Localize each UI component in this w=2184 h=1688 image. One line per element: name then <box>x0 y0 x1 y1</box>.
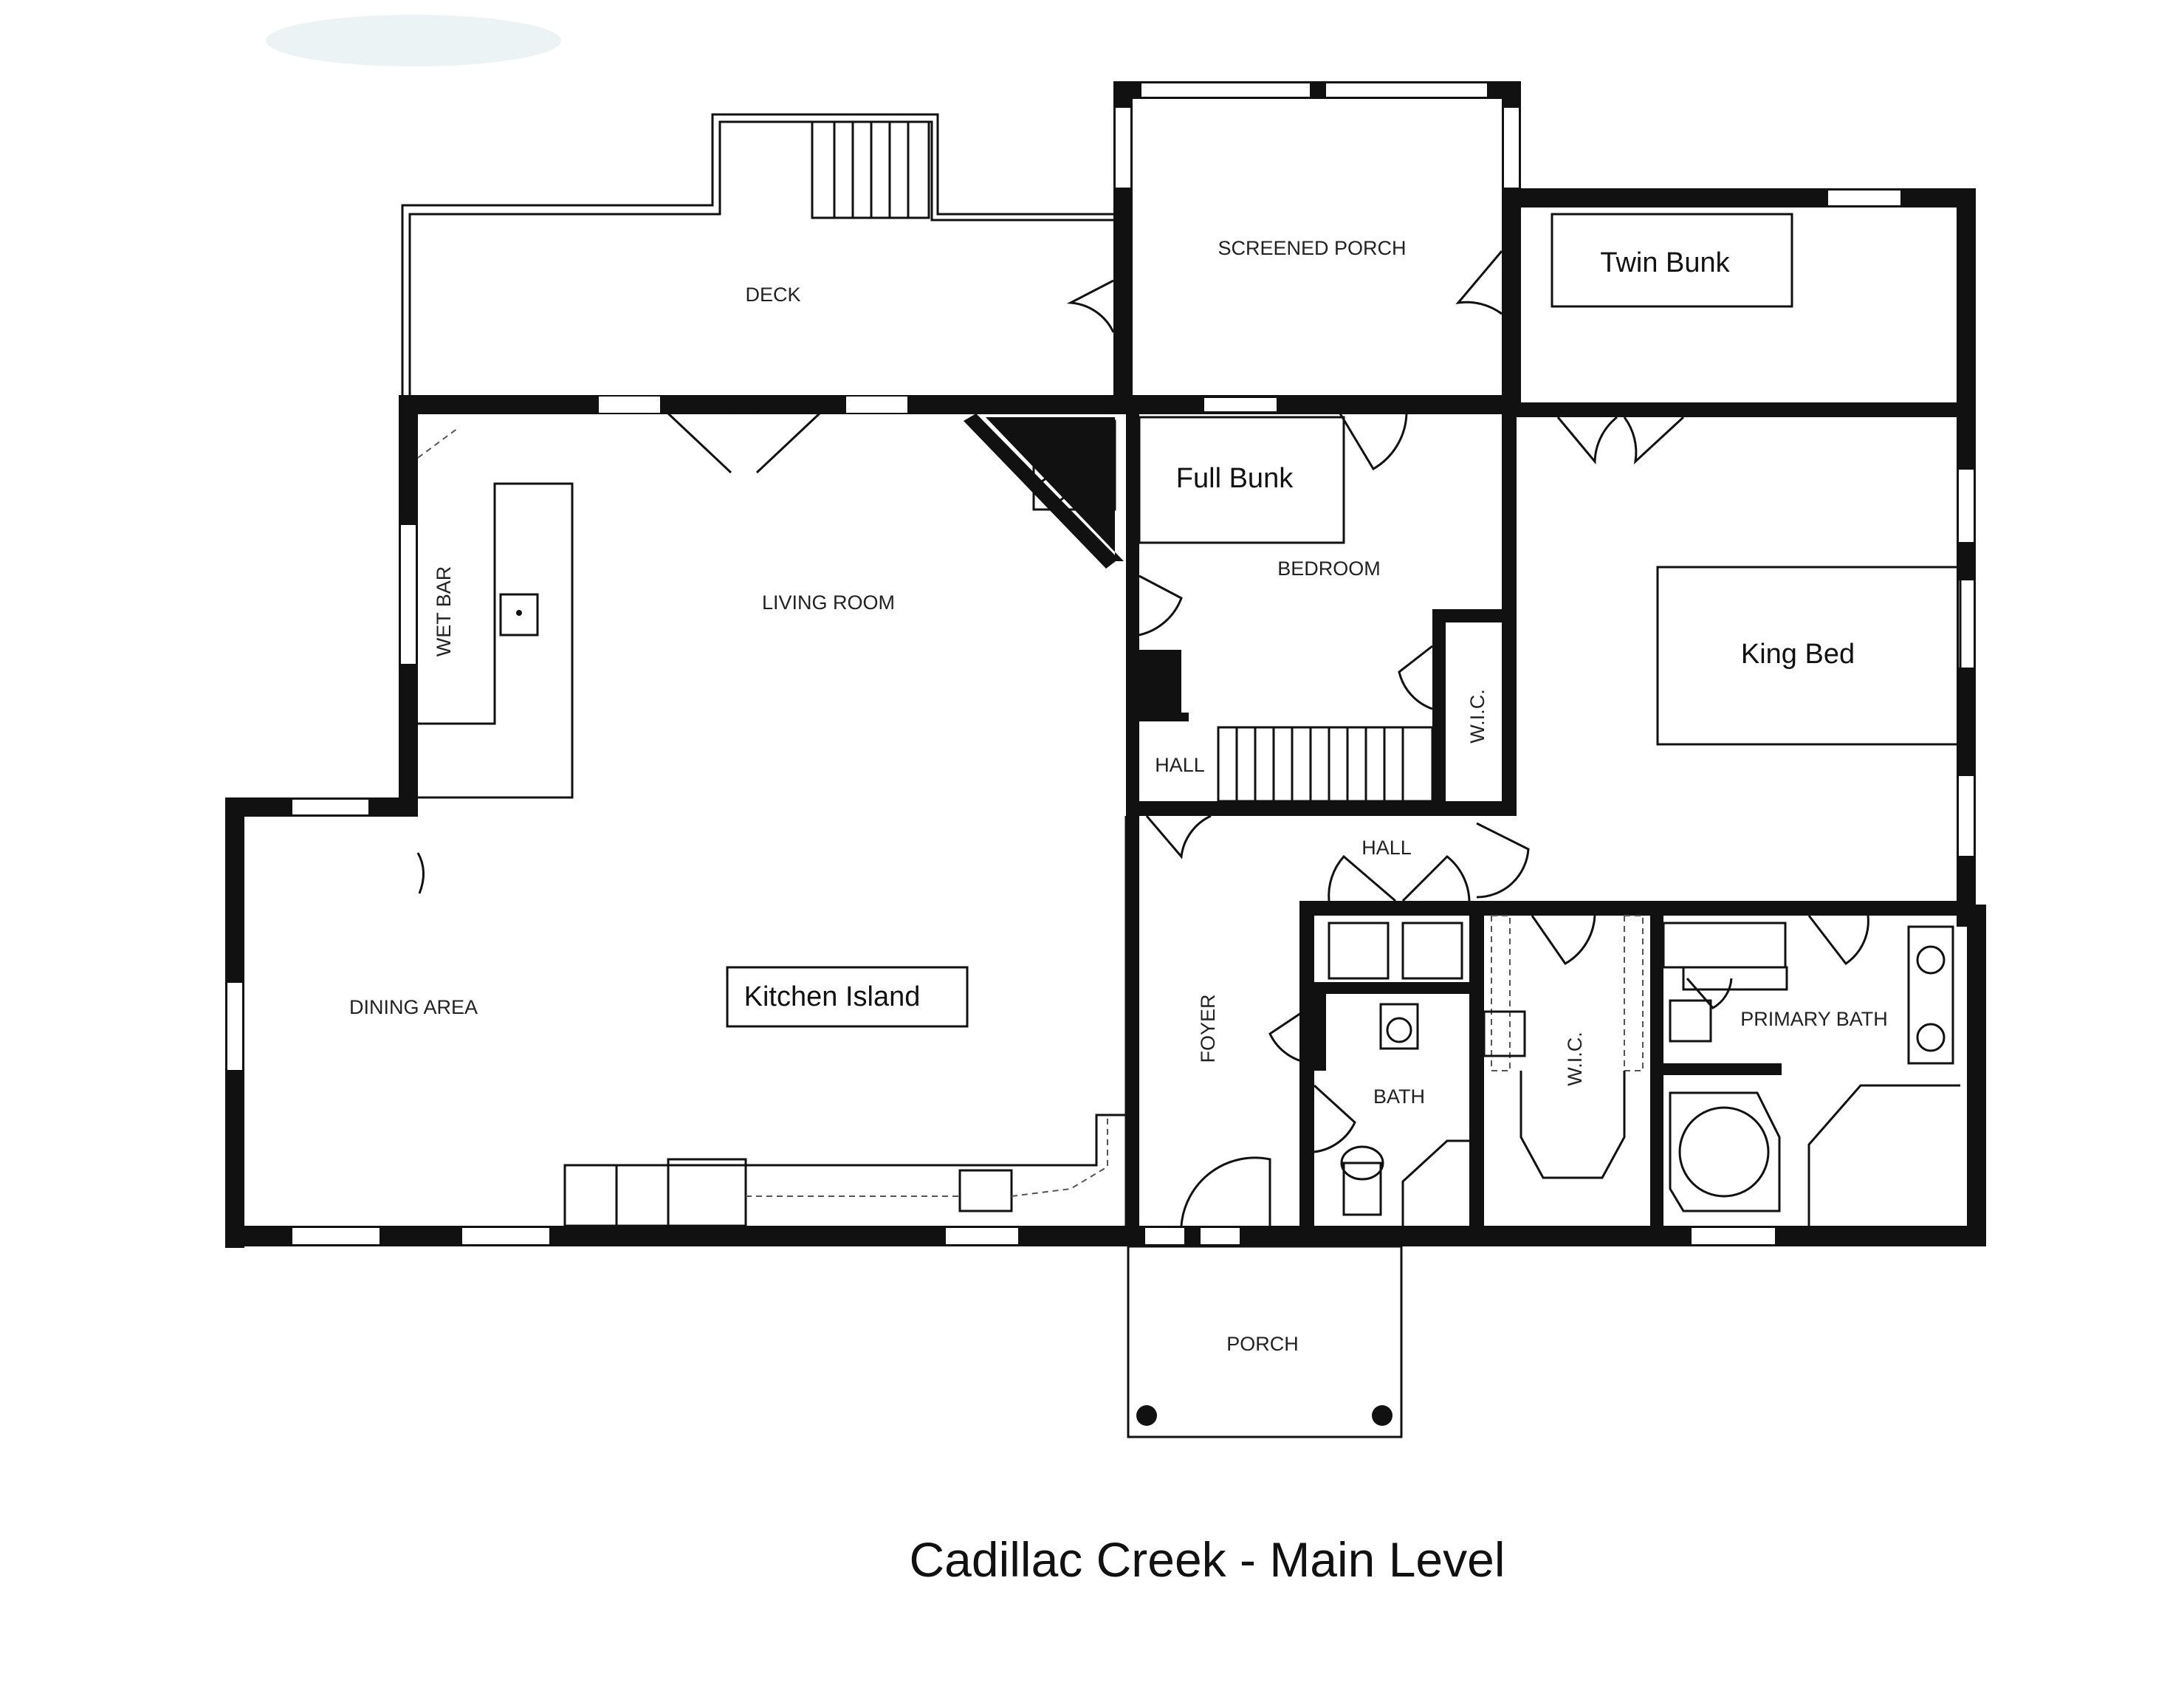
label-hall-lower: HALL <box>1361 837 1412 859</box>
label-screened-porch: SCREENED PORCH <box>1218 237 1406 259</box>
doors <box>416 250 1869 1226</box>
room-labels: DECK SCREENED PORCH Twin Bunk Full Bunk … <box>349 237 1888 1355</box>
label-full-bunk: Full Bunk <box>1176 463 1294 494</box>
label-living-room: LIVING ROOM <box>762 591 895 614</box>
fixtures <box>418 213 1962 1227</box>
label-kitchen-island: Kitchen Island <box>744 981 921 1012</box>
plan-title: Cadillac Creek - Main Level <box>910 1532 1505 1587</box>
porch-outline <box>1127 1245 1403 1438</box>
porch-post-left <box>1136 1405 1157 1426</box>
label-king-bed: King Bed <box>1741 639 1855 670</box>
label-hall-upper: HALL <box>1155 754 1205 776</box>
label-wet-bar: WET BAR <box>433 566 455 657</box>
label-bedroom: BEDROOM <box>1277 557 1381 580</box>
label-porch: PORCH <box>1226 1333 1299 1355</box>
porch-post-right <box>1372 1405 1393 1426</box>
windows <box>226 82 1975 1246</box>
label-foyer: FOYER <box>1197 994 1219 1063</box>
label-bath: BATH <box>1373 1085 1425 1108</box>
label-wic-lower: W.I.C. <box>1564 1032 1586 1086</box>
paper-smudge <box>266 15 561 66</box>
label-primary-bath: PRIMARY BATH <box>1740 1008 1888 1030</box>
label-wic-upper: W.I.C. <box>1466 689 1488 744</box>
label-deck: DECK <box>745 284 800 306</box>
label-dining-area: DINING AREA <box>349 996 478 1018</box>
deck-outline <box>401 113 1119 395</box>
label-twin-bunk: Twin Bunk <box>1600 247 1730 278</box>
